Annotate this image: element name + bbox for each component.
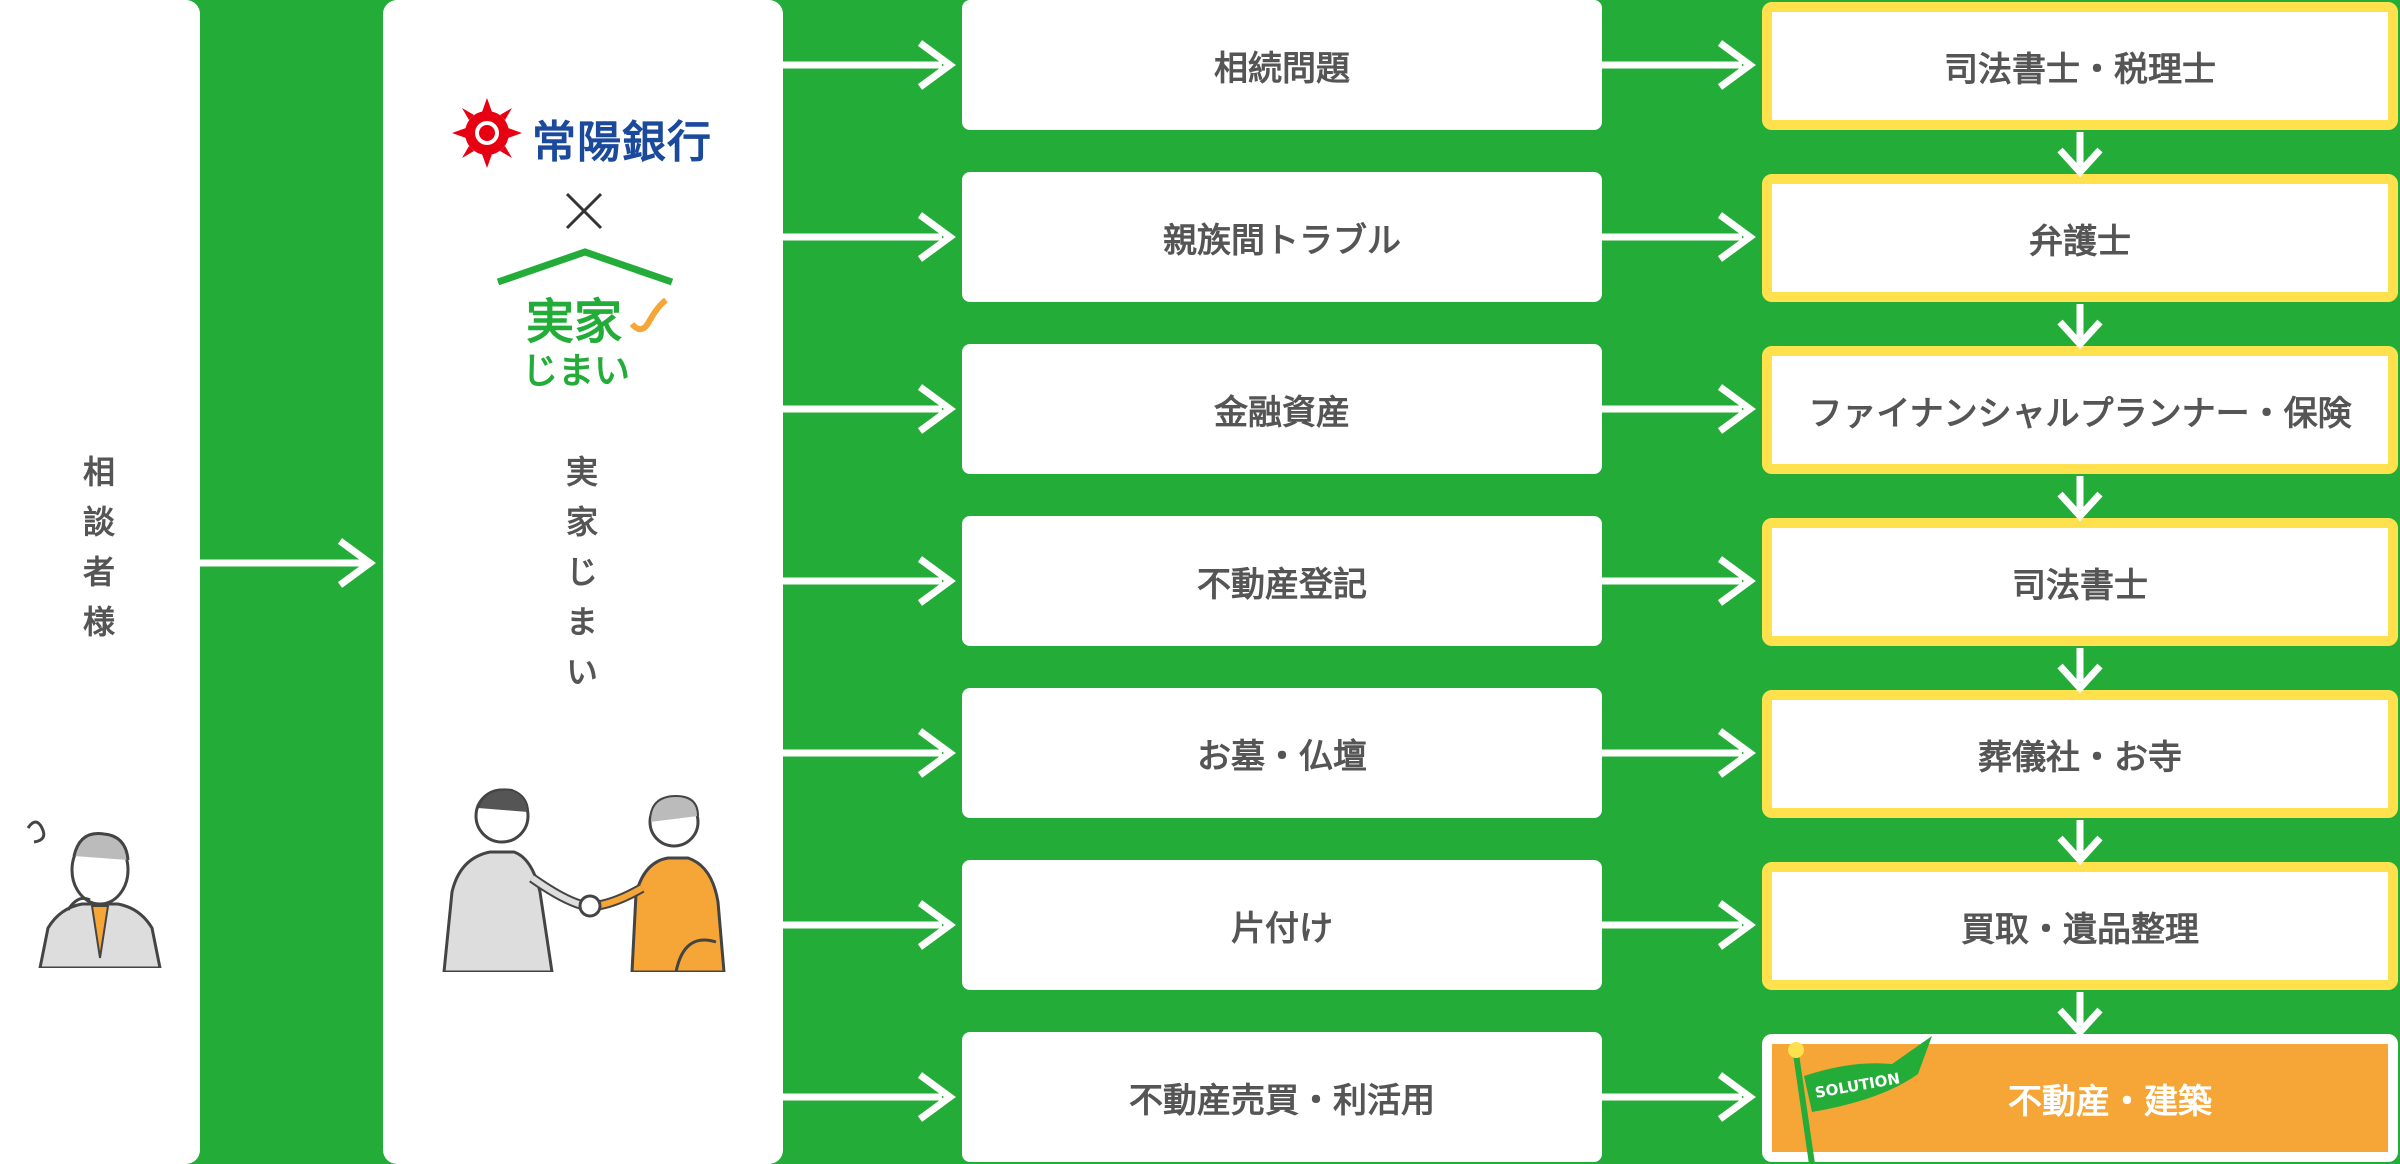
jikka-logo-line2: じまい: [522, 351, 631, 392]
professional-box: ファイナンシャルプランナー・保険: [1762, 346, 2398, 474]
arrow-company-to-issue: [783, 40, 956, 90]
solution-box: 不動産・建築: [1762, 1034, 2398, 1162]
times-symbol: [563, 190, 605, 232]
arrow-issue-to-professional: [1602, 212, 1756, 262]
company-label: 実家じまい: [561, 455, 599, 705]
arrow-professional-down: [2057, 648, 2103, 694]
arrow-professional-down: [2057, 476, 2103, 522]
arrow-company-to-issue: [783, 1072, 956, 1122]
sun-emblem-icon: [452, 98, 522, 168]
professional-box: 葬儀社・お寺: [1762, 690, 2398, 818]
issue-box: 片付け: [962, 860, 1602, 990]
professional-box: 司法書士: [1762, 518, 2398, 646]
jikka-logo-line1: 実家: [526, 294, 623, 350]
arrow-company-to-issue: [783, 556, 956, 606]
issue-box: 親族間トラブル: [962, 172, 1602, 302]
arrow-issue-to-professional: [1602, 384, 1756, 434]
arrow-professional-down: [2057, 992, 2103, 1038]
bank-name: 常陽銀行: [532, 117, 712, 168]
issue-box: 相続問題: [962, 0, 1602, 130]
arrow-issue-to-professional: [1602, 556, 1756, 606]
handshake-illustration: [442, 788, 726, 972]
professional-box: 弁護士: [1762, 174, 2398, 302]
issue-box: お墓・仏壇: [962, 688, 1602, 818]
arrow-professional-down: [2057, 304, 2103, 350]
arrow-company-to-issue: [783, 728, 956, 778]
issue-box: 金融資産: [962, 344, 1602, 474]
arrow-issue-to-professional: [1602, 40, 1756, 90]
issue-box: 不動産登記: [962, 516, 1602, 646]
consultant-panel: 相談者様: [0, 0, 200, 1164]
arrow-issue-to-professional: [1602, 728, 1756, 778]
professional-box: 司法書士・税理士: [1762, 2, 2398, 130]
arrow-issue-to-professional: [1602, 1072, 1756, 1122]
arrow-professional-down: [2057, 820, 2103, 866]
issue-box: 不動産売買・利活用: [962, 1032, 1602, 1162]
consultant-label: 相談者様: [78, 455, 116, 655]
arrow-company-to-issue: [783, 900, 956, 950]
arrow-company-to-issue: [783, 384, 956, 434]
check-mark-icon: [629, 297, 668, 333]
arrow-issue-to-professional: [1602, 900, 1756, 950]
arrow-professional-down: [2057, 132, 2103, 178]
bank-logo: 常陽銀行: [452, 96, 722, 172]
house-roof-icon: [496, 248, 674, 286]
professional-box: 買取・遺品整理: [1762, 862, 2398, 990]
arrow-consultant-to-company: [200, 538, 376, 588]
solution-flag-icon: SOLUTION: [1788, 1036, 1932, 1164]
worried-person-illustration: [26, 820, 162, 968]
arrow-company-to-issue: [783, 212, 956, 262]
jikka-jimai-logo: 実家 じまい: [490, 248, 680, 392]
